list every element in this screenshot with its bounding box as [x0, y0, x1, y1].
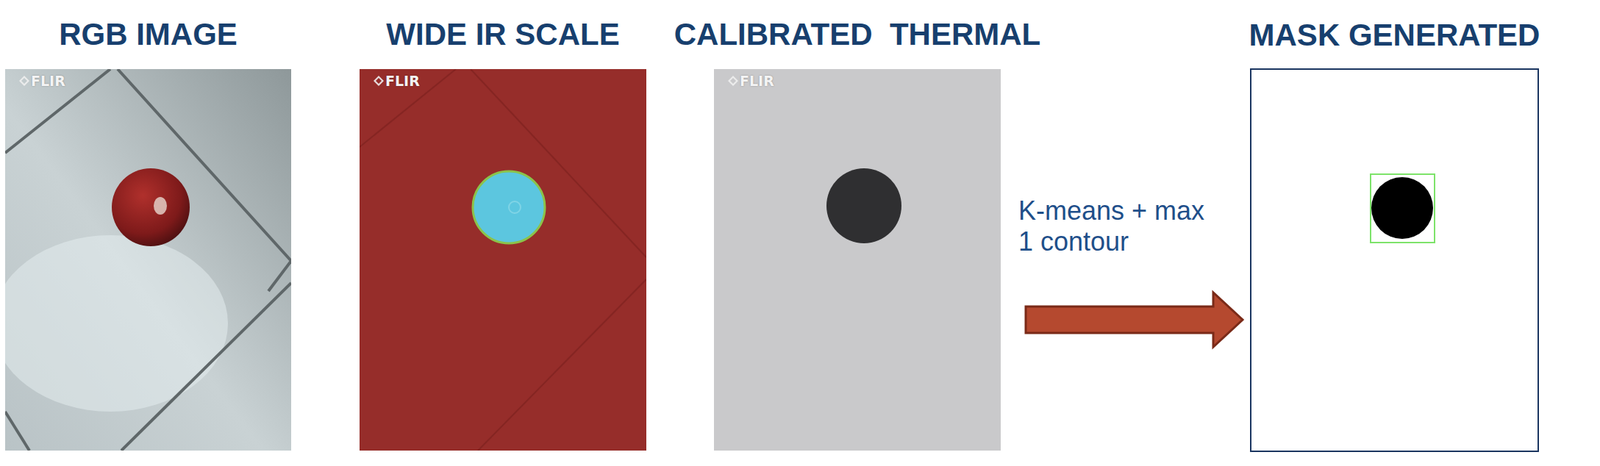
panel-heading: RGB IMAGE: [58, 19, 238, 50]
thermal-blob: [826, 168, 902, 244]
image-panel: MASK GENERATED: [1250, 68, 1539, 453]
thermal-background: [713, 69, 1001, 451]
ir-image: [359, 69, 647, 451]
image-panel: WIDE IR SCALE: [359, 69, 647, 451]
panel-heading: CALIBRATED THERMAL: [674, 19, 1042, 50]
mask-blob: [1371, 177, 1434, 239]
watermark: FLIR: [30, 74, 66, 89]
rgb-photo: [5, 69, 292, 451]
mask-background: [1250, 68, 1539, 453]
ir-hot-spot: [472, 171, 545, 244]
tile-grout: [5, 69, 292, 451]
ir-detail: [508, 201, 521, 214]
edge-label: K-means + max 1 contour: [1018, 195, 1225, 259]
panel-heading: WIDE IR SCALE: [386, 19, 620, 50]
watermark: FLIR: [739, 74, 775, 89]
watermark: FLIR: [385, 74, 420, 89]
tomato-highlight: [153, 197, 167, 215]
tomato: [111, 168, 190, 247]
ir-background: [359, 69, 647, 451]
light-reflection: [5, 235, 228, 412]
panel-heading: MASK GENERATED: [1249, 19, 1541, 51]
flir-logo-icons: [19, 75, 739, 87]
bounding-box: [1370, 174, 1435, 243]
block-arrow: [1025, 292, 1243, 348]
image-panel: RGB IMAGE: [5, 69, 292, 451]
ir-tile-edges: [359, 69, 647, 451]
image-panel: CALIBRATED THERMAL: [713, 69, 1001, 451]
